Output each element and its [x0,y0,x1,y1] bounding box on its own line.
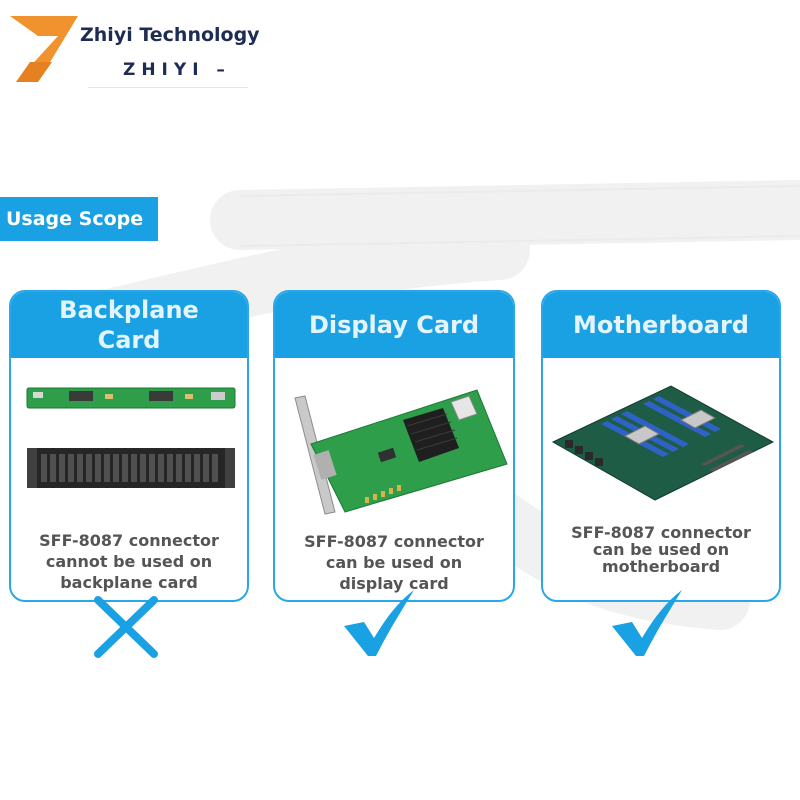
brand-subtitle: ZHIYI – [123,60,231,80]
card-display: Display Card SFF-8087 connector can be u… [273,290,515,602]
header-divider [88,87,248,88]
card-display-description-line: display card [339,574,449,593]
check-icon [612,590,682,656]
card-motherboard-description-line: motherboard [601,557,721,576]
cross-icon [94,596,158,658]
check-icon [344,590,414,656]
card-motherboard-header: Motherboard [543,292,779,358]
motherboard-image [551,385,775,501]
card-backplane-title-line2: Card [97,326,161,354]
card-backplane-description-line: cannot be used on [45,552,213,571]
display-card-image [294,389,508,515]
card-backplane-description-line: SFF-8087 connector [39,531,219,550]
card-backplane-description: SFF-8087 connector cannot be used on bac… [17,530,241,593]
card-display-description: SFF-8087 connector can be used on displa… [281,531,507,594]
server-chassis-image [27,448,235,488]
backplane-card-image [26,387,236,409]
brand-name: Zhiyi Technology [80,24,260,46]
company-logo [10,16,78,82]
card-motherboard-description-line: can be used on [592,540,730,559]
card-motherboard-description-line: SFF-8087 connector [571,523,751,542]
card-backplane-description-line: backplane card [60,573,198,592]
card-display-description-line: can be used on [325,553,463,572]
card-backplane-title-line1: Backplane [59,296,199,324]
card-backplane: Backplane Card [9,290,249,602]
card-display-description-line: SFF-8087 connector [304,532,484,551]
card-motherboard: Motherboard SFF-8087 connector [541,290,781,602]
card-motherboard-description: SFF-8087 connector can be used on mother… [549,524,773,575]
section-title-tag: Usage Scope [0,197,158,241]
card-backplane-header: Backplane Card [11,292,247,358]
card-display-header: Display Card [275,292,513,358]
